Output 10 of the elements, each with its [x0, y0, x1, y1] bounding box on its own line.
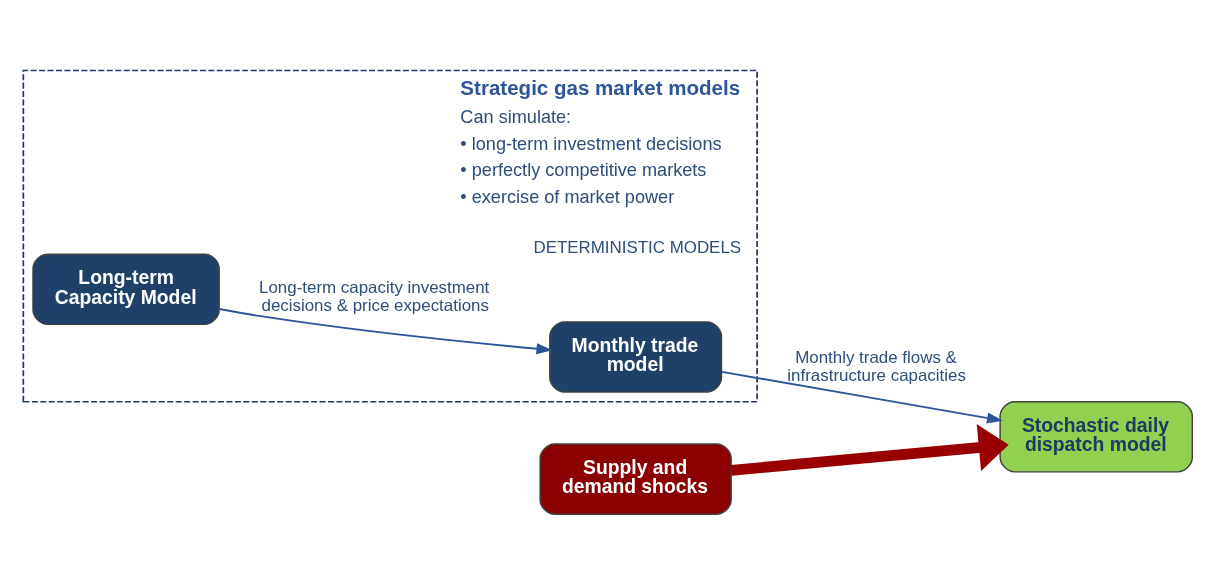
node-box: Stochastic daily dispatch model — [999, 401, 1194, 473]
node-box: Monthly trade model — [549, 321, 723, 393]
arrow — [730, 424, 1009, 476]
edge-label: Long-term capacity investment decisions & price expectations — [259, 278, 490, 316]
node-box: Supply and demand shocks — [539, 443, 732, 515]
arrow — [218, 308, 553, 355]
arrow — [721, 370, 1003, 424]
node-box: Long-term Capacity Model — [32, 253, 220, 326]
edge-label: Monthly trade flows & infrastructure capacities — [787, 348, 966, 386]
label: DETERMINISTIC MODELS — [533, 237, 742, 257]
